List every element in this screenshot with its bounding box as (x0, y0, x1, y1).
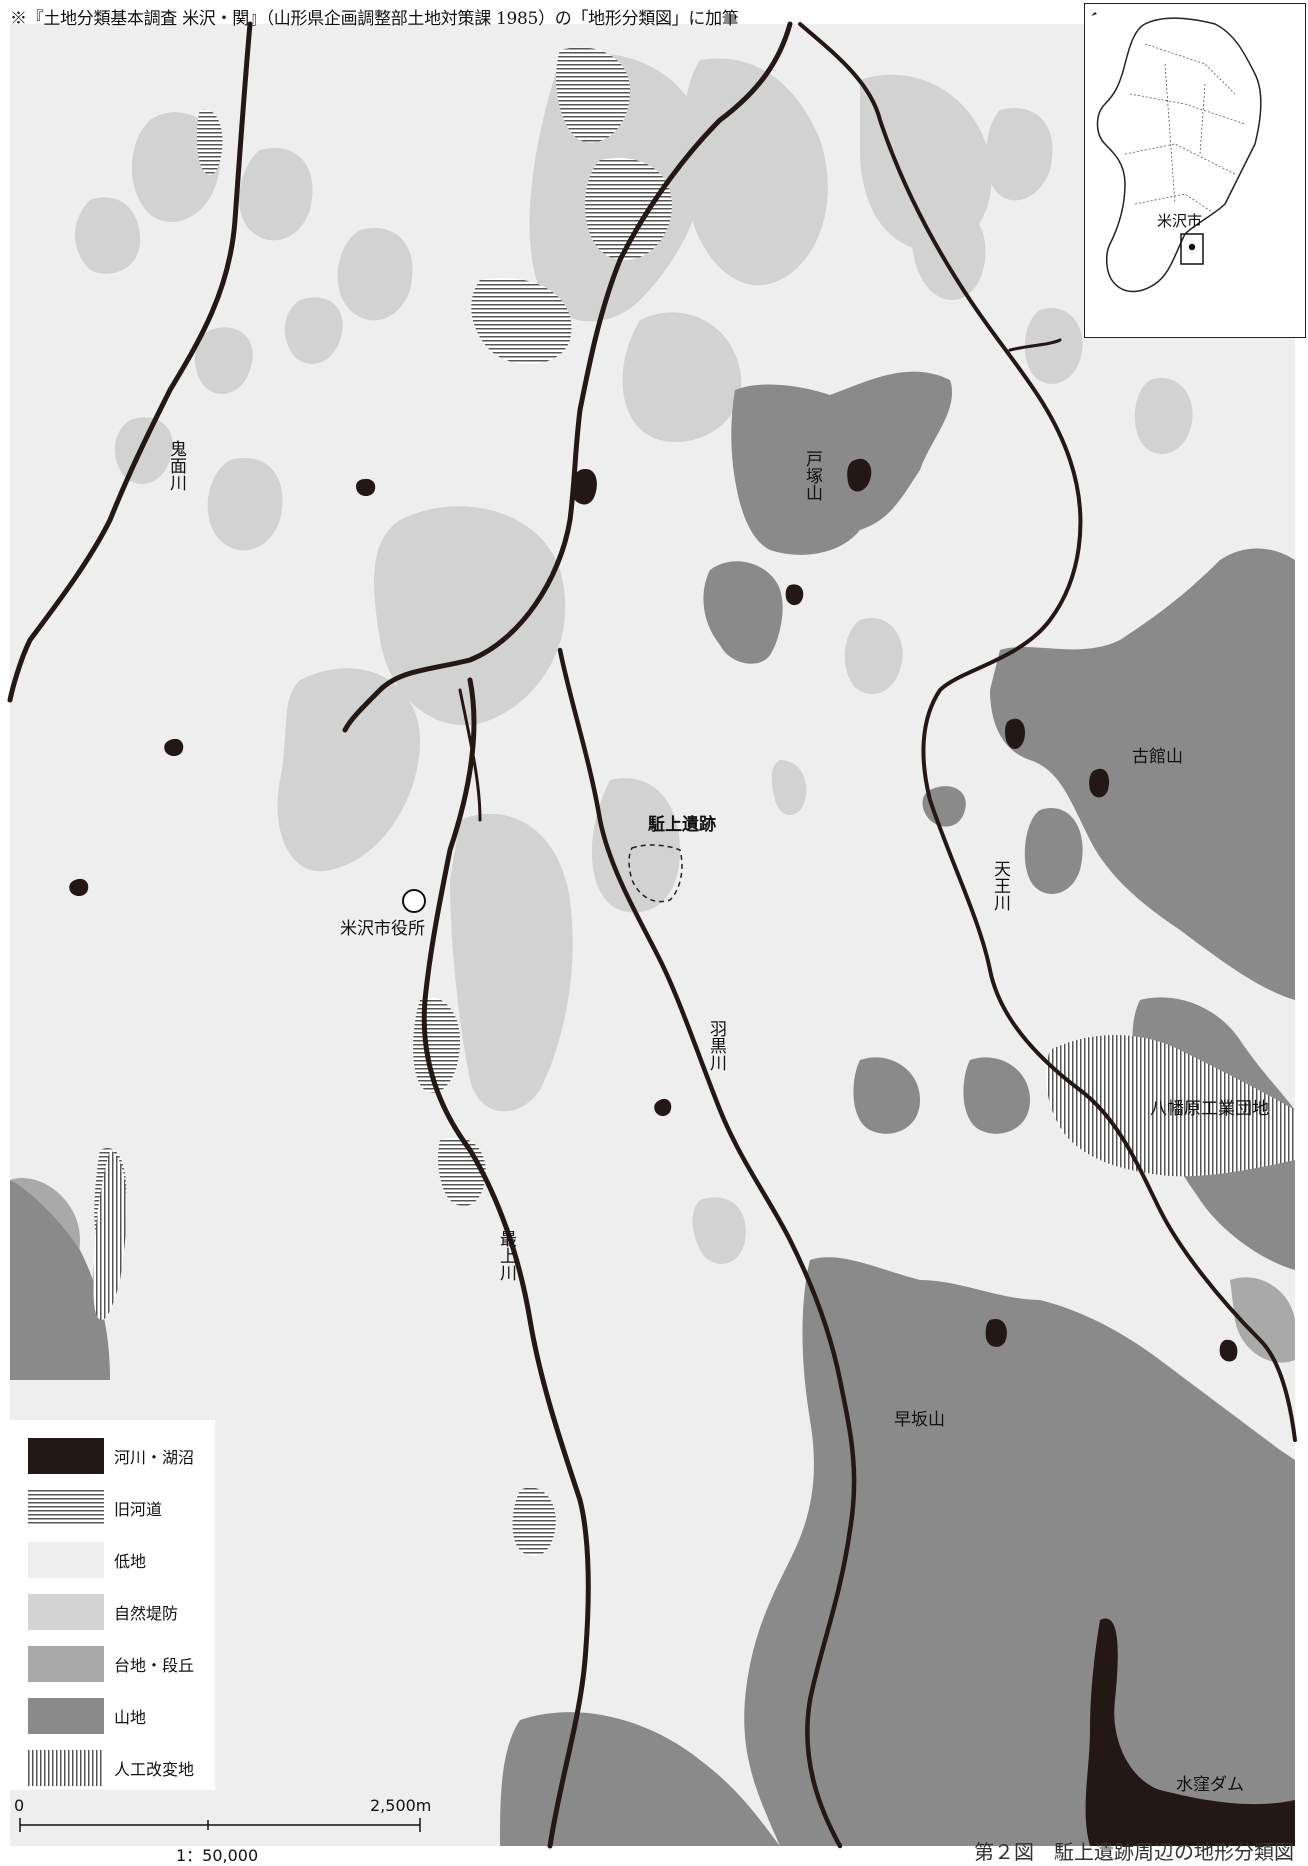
label-tenno-river: 天王川 (990, 860, 1011, 911)
inset-label-yonezawa: 米沢市 (1157, 212, 1202, 230)
mogami-river (342, 21, 793, 1849)
source-note: ※『土地分類基本調査 米沢・関』（山形県企画調整部土地対策課 1985）の「地形… (10, 9, 739, 29)
haguro-river (557, 647, 857, 1849)
yamagata-prefecture-outline (1096, 17, 1262, 293)
tenno-river (798, 22, 1297, 1442)
legend-label-river: 河川・湖沼 (114, 1448, 195, 1467)
legend-item-levee: 自然堤防 (28, 1594, 178, 1630)
label-mizukubo-dam: 水窪ダム (1176, 1775, 1244, 1795)
inset-locator-map: 米沢市 (1084, 3, 1306, 338)
city-hall-marker (402, 889, 426, 913)
legend-item-old-channel: 旧河道 (28, 1490, 162, 1526)
label-furudate-mountain: 古館山 (1132, 747, 1183, 767)
label-city-hall: 米沢市役所 (340, 919, 425, 939)
scale-end-label: 2,500m (370, 1796, 432, 1815)
north-arrow-icon (1091, 12, 1097, 16)
yonezawa-locator-box (1180, 233, 1204, 265)
legend-item-river: 河川・湖沼 (28, 1438, 194, 1474)
legend: 河川・湖沼 旧河道 低地 自然堤防 台地・段丘 山地 人工改変地 (10, 1420, 215, 1790)
label-mogami-river: 最上川 (496, 1230, 517, 1281)
hayasaka-mountain-area (744, 1257, 1295, 1846)
scale-bar (19, 1818, 421, 1832)
label-haguro-river: 羽黒川 (706, 1020, 727, 1071)
kakeage-site-outline (628, 844, 683, 903)
legend-item-terrace: 台地・段丘 (28, 1646, 194, 1682)
mizukubo-dam (1085, 1618, 1295, 1846)
label-onimen-river: 鬼面川 (166, 440, 187, 491)
legend-swatch-levee (28, 1594, 104, 1630)
label-industrial-park: 八幡原工業団地 (1150, 1099, 1269, 1119)
inset-map-svg: 米沢市 (1091, 12, 1262, 293)
legend-swatch-old-channel (28, 1490, 104, 1526)
scale-start-label: 0 (14, 1796, 25, 1815)
legend-label-old-channel: 旧河道 (114, 1500, 163, 1519)
legend-item-lowland: 低地 (28, 1542, 146, 1578)
legend-label-lowland: 低地 (114, 1552, 147, 1571)
label-hayasaka-mountain: 早坂山 (894, 1410, 945, 1430)
legend-item-artificial: 人工改変地 (28, 1750, 194, 1786)
legend-swatch-terrace (28, 1646, 104, 1682)
mountain-areas (10, 371, 1295, 1846)
legend-label-artificial: 人工改変地 (114, 1760, 195, 1779)
scale-ratio-label: 1：50,000 (176, 1846, 259, 1865)
label-kakeage-site: 駈上遺跡 (647, 814, 716, 835)
legend-swatch-lowland (28, 1542, 104, 1578)
legend-item-mountain: 山地 (28, 1698, 146, 1734)
water-bodies (69, 458, 1295, 1846)
legend-label-levee: 自然堤防 (114, 1604, 179, 1623)
rivers (7, 21, 1297, 1849)
legend-swatch-mountain (28, 1698, 104, 1734)
legend-label-terrace: 台地・段丘 (114, 1656, 195, 1675)
yonezawa-locator-dot (1188, 243, 1196, 251)
artificial-land-areas (93, 1035, 1295, 1320)
municipal-boundaries (1124, 43, 1246, 215)
totsuka-mountain-area (731, 371, 953, 555)
natural-levee-areas (75, 53, 1193, 1264)
legend-swatch-artificial (28, 1750, 104, 1786)
label-totsuka-mountain: 戸塚山 (802, 450, 823, 501)
onimen-river (7, 21, 253, 703)
legend-swatch-river (28, 1438, 104, 1474)
figure-caption: 第２図 駈上遺跡周辺の地形分類図 (974, 1840, 1294, 1864)
legend-label-mountain: 山地 (114, 1708, 147, 1727)
